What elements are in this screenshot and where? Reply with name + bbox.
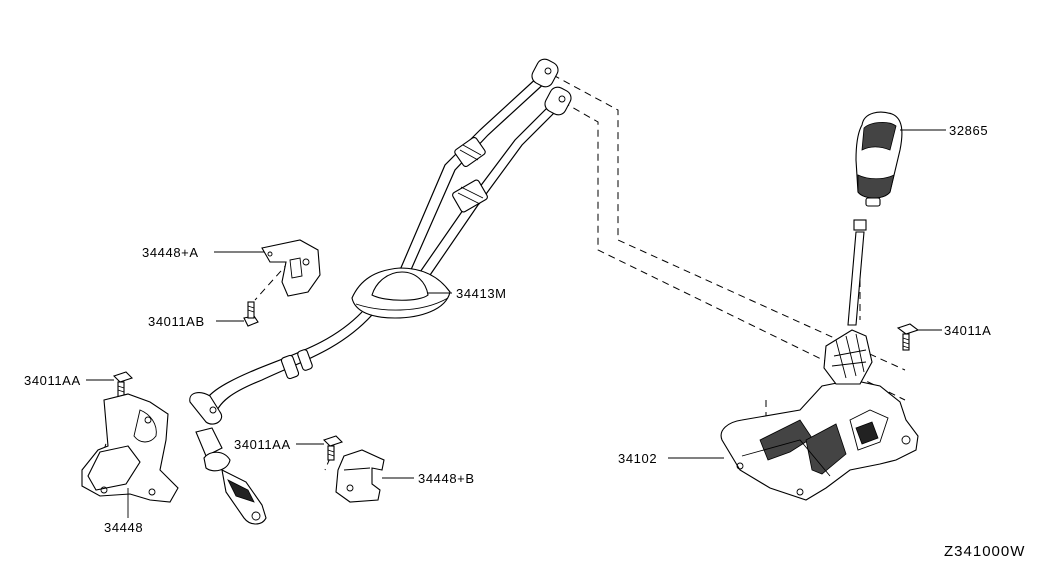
leader-lines [86, 129, 946, 518]
shift-lever-rod [847, 219, 867, 326]
label-34413M: 34413M [456, 286, 507, 301]
diagram-code: Z341000W [944, 543, 1025, 560]
bolt-34011A[interactable] [896, 323, 920, 351]
cable-boot [351, 267, 451, 319]
label-32865: 32865 [949, 123, 988, 138]
label-34011AA-left: 34011AA [24, 373, 81, 388]
bracket-34448B[interactable] [335, 449, 385, 503]
cable-adjuster-lower [452, 179, 488, 213]
cable-end-upper [531, 58, 559, 88]
label-34102: 34102 [618, 451, 657, 466]
shifter-base[interactable] [720, 329, 919, 501]
bracket-34448[interactable] [81, 393, 179, 503]
transmission-end-fittings [189, 392, 267, 525]
bolt-34011AA-mid[interactable] [322, 435, 344, 461]
label-34011AA-mid: 34011AA [234, 437, 291, 452]
label-34448A: 34448+A [142, 245, 199, 260]
label-34448B-lower: 34448 [104, 520, 143, 535]
cable-routing-guides [103, 74, 906, 471]
shift-knob[interactable] [855, 111, 903, 207]
bracket-34448A[interactable] [261, 239, 321, 297]
label-34011AB: 34011AB [148, 314, 205, 329]
label-34011A: 34011A [944, 323, 991, 338]
bolt-34011AB[interactable] [243, 301, 259, 327]
cable-adjuster-upper [454, 136, 486, 168]
cable-end-lower [544, 86, 572, 116]
shift-cable-assembly[interactable] [189, 56, 574, 525]
cable-grommet [280, 349, 313, 380]
label-34448B-upper: 34448+B [418, 471, 475, 486]
